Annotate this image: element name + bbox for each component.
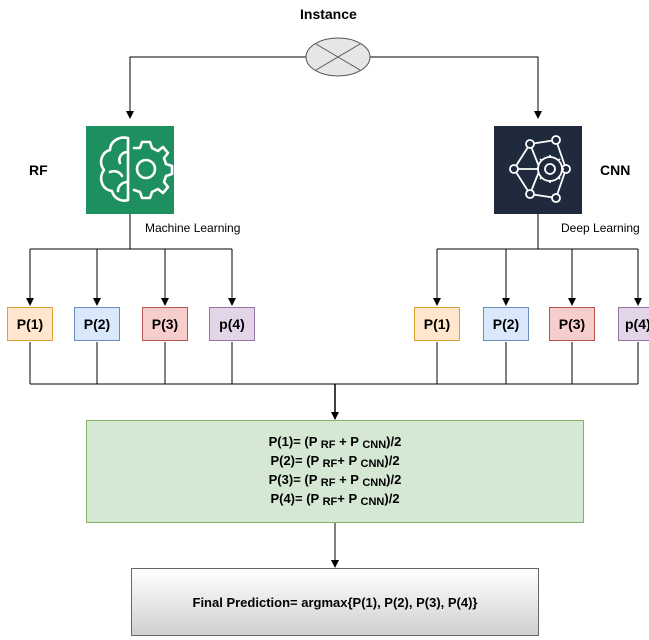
average-formula-4: P(4)= (P RF+ P CNN)/2 (270, 490, 400, 508)
cnn-output-p2: P(2) (483, 307, 529, 341)
cnn-caption: Deep Learning (561, 221, 640, 235)
rf-caption: Machine Learning (145, 221, 241, 235)
instance-label: Instance (300, 6, 357, 22)
crossed-circle-icon (305, 37, 371, 77)
rf-output-p1: P(1) (7, 307, 53, 341)
rf-output-p3: P(3) (142, 307, 188, 341)
neural-network-gear-icon (494, 126, 582, 214)
averaging-box: P(1)= (P RF + P CNN)/2 P(2)= (P RF+ P CN… (86, 420, 584, 523)
rf-output-p2: P(2) (74, 307, 120, 341)
final-prediction-text: Final Prediction= argmax{P(1), P(2), P(3… (192, 594, 478, 610)
cnn-output-p1: P(1) (414, 307, 460, 341)
cnn-output-p4: p(4) (618, 307, 649, 341)
rf-output-p4: p(4) (209, 307, 255, 341)
brain-gear-icon (86, 126, 174, 214)
rf-label: RF (29, 162, 48, 178)
average-formula-3: P(3)= (P RF + P CNN)/2 (268, 471, 402, 489)
cnn-output-p3: P(3) (549, 307, 595, 341)
final-prediction-box: Final Prediction= argmax{P(1), P(2), P(3… (131, 568, 539, 636)
average-formula-1: P(1)= (P RF + P CNN)/2 (268, 433, 402, 451)
average-formula-2: P(2)= (P RF+ P CNN)/2 (270, 452, 400, 470)
cnn-label: CNN (600, 162, 631, 178)
